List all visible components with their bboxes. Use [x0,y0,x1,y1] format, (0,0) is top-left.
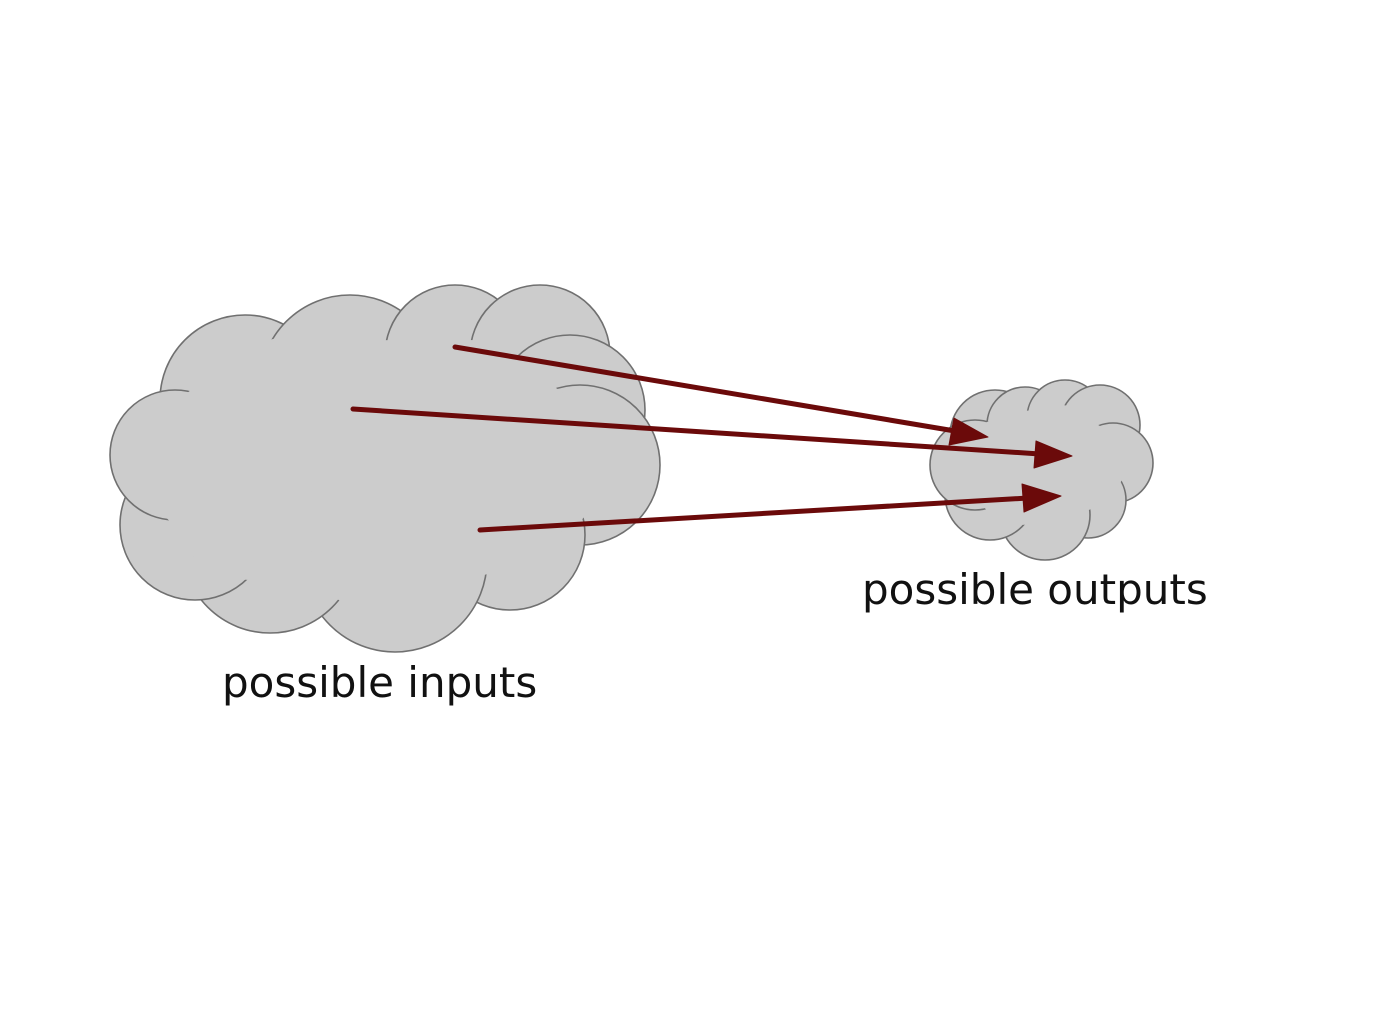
outputs-cloud [929,379,1154,561]
arrow-top [452,344,989,446]
arrow-bottom [477,483,1062,533]
inputs-label: possible inputs [222,658,537,707]
inputs-cloud [109,284,661,653]
outputs-label: possible outputs [862,565,1208,614]
arrow-middle [350,406,1073,469]
